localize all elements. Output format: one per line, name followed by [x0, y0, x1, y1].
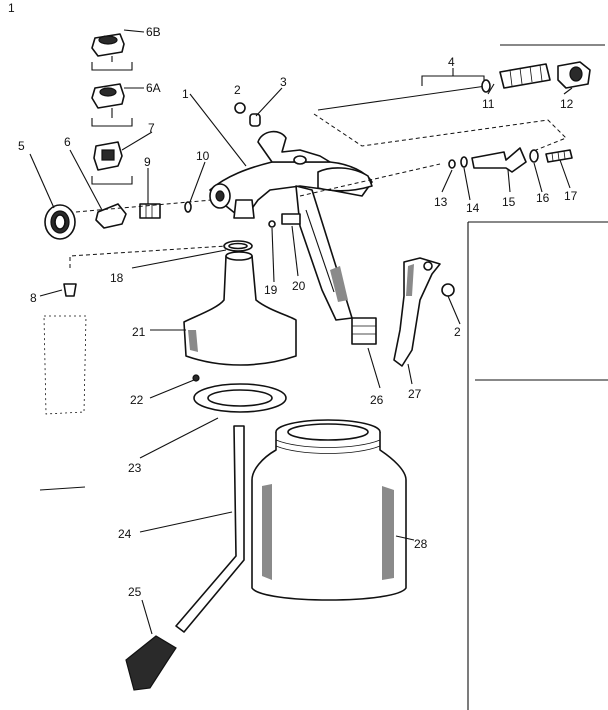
part-14 — [460, 156, 468, 168]
tube-24 — [175, 425, 245, 633]
washer-10 — [184, 201, 192, 213]
axis-line-front — [75, 199, 213, 213]
gun-body — [209, 130, 373, 321]
part-3-top — [249, 113, 261, 127]
nozzle-6 — [95, 203, 127, 229]
lid-21 — [183, 251, 297, 366]
part-2-right — [441, 283, 455, 297]
connector-26 — [351, 317, 377, 345]
part-16 — [529, 149, 539, 163]
label-22: 22 — [130, 393, 144, 407]
gasket-23 — [193, 383, 287, 413]
part-15 — [471, 147, 527, 173]
label-7: 7 — [148, 121, 155, 135]
label-8: 8 — [30, 291, 37, 305]
container-28 — [251, 419, 407, 601]
part-13 — [448, 159, 456, 169]
part-8 — [63, 283, 77, 297]
label-9: 9 — [144, 155, 151, 169]
label-corner: 1 — [8, 1, 15, 15]
label-20: 20 — [292, 279, 306, 293]
label-25: 25 — [128, 585, 142, 599]
label-2b: 2 — [454, 325, 461, 339]
label-28: 28 — [414, 537, 428, 551]
label-24: 24 — [118, 527, 132, 541]
label-5: 5 — [18, 139, 25, 153]
air-cap-6a — [91, 83, 125, 109]
label-18: 18 — [110, 271, 124, 285]
label-6b: 6B — [146, 25, 161, 39]
label-10: 10 — [196, 149, 210, 163]
label-6: 6 — [64, 135, 71, 149]
part-20 — [281, 213, 301, 225]
label-4: 4 — [448, 55, 455, 69]
part-labels: 1 1 2 3 4 5 6 6A 6B 7 8 9 10 11 12 13 14… — [8, 1, 578, 599]
label-11: 11 — [482, 97, 495, 111]
part-22 — [192, 374, 200, 382]
label-26: 26 — [370, 393, 384, 407]
label-23: 23 — [128, 461, 142, 475]
label-16: 16 — [536, 191, 550, 205]
label-13: 13 — [434, 195, 448, 209]
part-19 — [268, 220, 276, 228]
label-27: 27 — [408, 387, 422, 401]
cap-bracket-lines — [91, 56, 133, 185]
label-12: 12 — [560, 97, 574, 111]
frame-lines — [39, 44, 608, 710]
part-17 — [545, 149, 573, 163]
label-17: 17 — [564, 189, 578, 203]
fitting-9 — [139, 203, 161, 219]
label-21: 21 — [132, 325, 146, 339]
air-cap-7 — [93, 141, 123, 171]
strainer-25 — [125, 635, 177, 691]
label-3: 3 — [280, 75, 287, 89]
label-14: 14 — [466, 201, 480, 215]
air-cap-6b — [91, 33, 125, 57]
label-6a: 6A — [146, 81, 161, 95]
ring-nut-5 — [44, 204, 76, 240]
trigger-27 — [393, 257, 441, 367]
leader-lines — [29, 29, 573, 635]
part-2-top — [234, 102, 246, 114]
label-2a: 2 — [234, 83, 241, 97]
label-1: 1 — [182, 87, 189, 101]
faint-cup-outline — [43, 315, 87, 415]
axis-line-rear — [299, 163, 441, 197]
label-15: 15 — [502, 195, 516, 209]
axis-line-8 — [69, 245, 227, 268]
knob-12 — [557, 61, 591, 89]
needle-path — [313, 113, 567, 151]
spring-11 — [499, 63, 551, 89]
gasket-18 — [223, 240, 253, 252]
label-19: 19 — [264, 283, 278, 297]
needle-4 — [317, 68, 491, 111]
